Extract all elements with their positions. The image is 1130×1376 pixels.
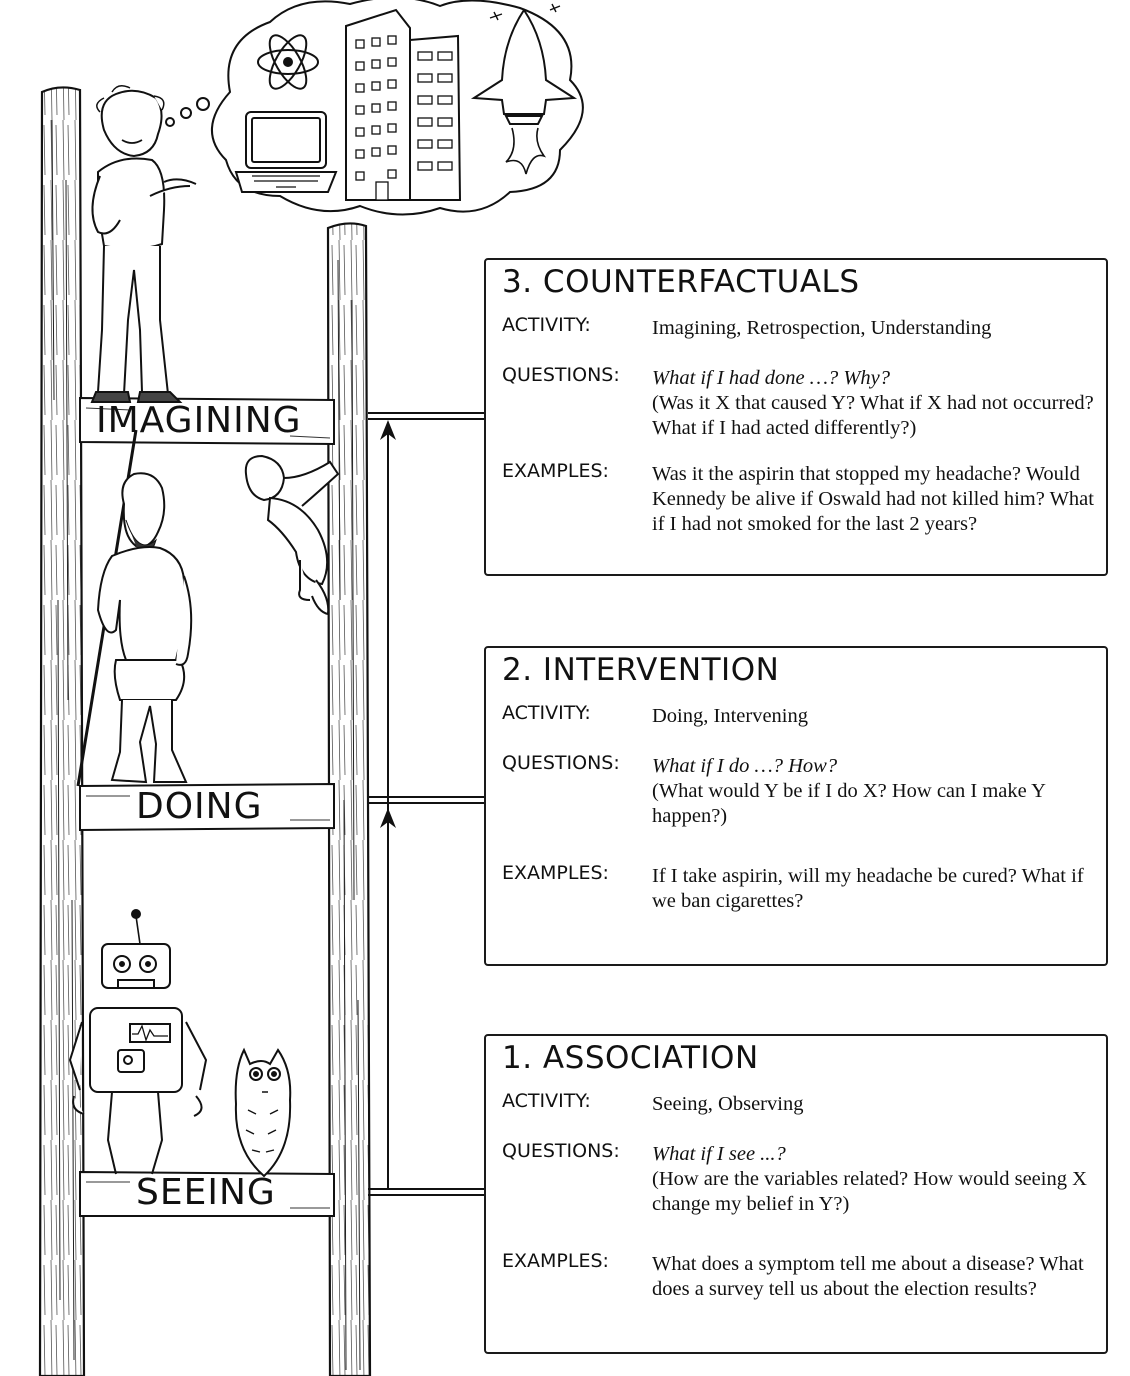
examples-value: What does a symptom tell me about a dise… [652,1253,1084,1300]
examples-value: If I take aspirin, will my headache be c… [652,865,1084,912]
activity-label: ACTIVITY: [502,314,591,336]
baby-figure [244,454,340,616]
examples-value: Was it the aspirin that stopped my heada… [652,463,1094,535]
activity-label: ACTIVITY: [502,702,591,724]
rung-seeing [79,1170,335,1217]
up-arrow [380,420,396,828]
rung-imagining [79,396,335,446]
activity-value: Seeing, Observing [652,1093,804,1115]
buildings-icon [345,8,462,201]
ladder-right-post [326,222,372,1376]
scientist-figure [90,85,197,403]
atom-icon [257,34,319,90]
question-italic: What if I had done …? Why? [652,367,890,389]
rung-doing [79,782,335,832]
questions-value: What if I see ...? (How are the variable… [652,1142,1102,1217]
rung-label-imagining: IMAGINING [96,400,302,441]
question-text: (What would Y be if I do X? How can I ma… [652,780,1046,827]
owl-figure [234,1047,292,1178]
questions-value: What if I do …? How? (What would Y be if… [652,754,1102,829]
rung-label-seeing: SEEING [136,1172,276,1213]
question-italic: What if I do …? How? [652,755,838,777]
rung-label-doing: DOING [136,786,263,827]
caveman-figure [76,429,193,787]
examples-label: EXAMPLES: [502,862,609,884]
connectors [368,412,486,1196]
question-text: (Was it X that caused Y? What if X had n… [652,392,1094,439]
robot-figure [68,909,208,1175]
question-text: (How are the variables related? How woul… [652,1168,1087,1215]
association-box: 1. ASSOCIATION ACTIVITY: Seeing, Observi… [484,1034,1108,1354]
question-italic: What if I see ...? [652,1143,786,1165]
questions-value: What if I had done …? Why? (Was it X tha… [652,366,1102,441]
examples-label: EXAMPLES: [502,460,609,482]
examples-label: EXAMPLES: [502,1250,609,1272]
activity-value: Doing, Intervening [652,705,808,727]
box-title: 2. INTERVENTION [502,652,780,688]
laptop-icon [234,111,338,193]
activity-label: ACTIVITY: [502,1090,591,1112]
intervention-box: 2. INTERVENTION ACTIVITY: Doing, Interve… [484,646,1108,966]
box-title: 3. COUNTERFACTUALS [502,264,860,300]
activity-value: Imagining, Retrospection, Understanding [652,317,992,339]
questions-label: QUESTIONS: [502,1140,620,1162]
questions-label: QUESTIONS: [502,752,620,774]
box-title: 1. ASSOCIATION [502,1040,759,1076]
counterfactuals-box: 3. COUNTERFACTUALS ACTIVITY: Imagining, … [484,258,1108,576]
ladder-left-post [38,86,86,1376]
rocket-icon [470,3,578,175]
questions-label: QUESTIONS: [502,364,620,386]
